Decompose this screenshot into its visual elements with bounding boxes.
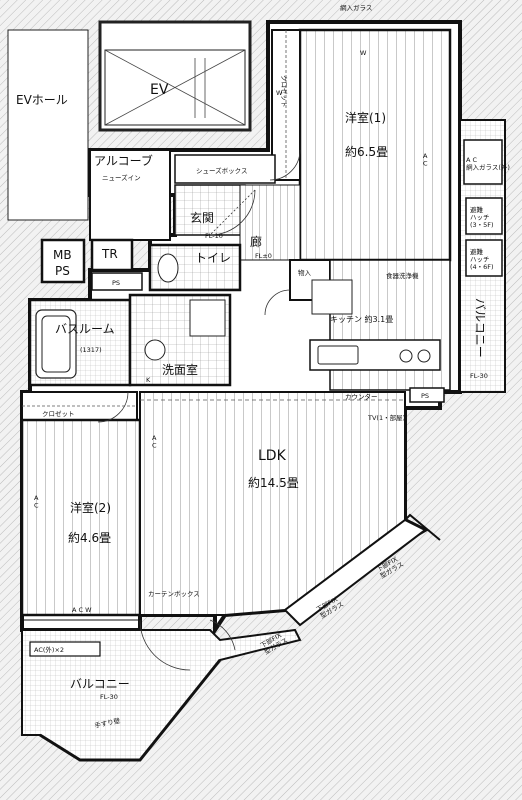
counter-label: カウンター bbox=[345, 392, 378, 401]
shoes-box bbox=[174, 154, 276, 184]
genkan-label: 玄関 bbox=[190, 210, 214, 225]
ev-label: EV bbox=[150, 82, 169, 98]
alcove bbox=[89, 149, 171, 241]
closet-top-label: クロゼット bbox=[280, 75, 289, 108]
hallway bbox=[239, 184, 301, 261]
washer-space bbox=[144, 339, 166, 361]
bedroom-2 bbox=[20, 418, 142, 617]
tv-label: TV(1・部屋) bbox=[367, 413, 405, 422]
fl10-label: FL-10 bbox=[205, 232, 223, 240]
hatch-1 bbox=[465, 197, 503, 235]
monoire-label: 物入 bbox=[298, 268, 312, 277]
ev-hall bbox=[7, 29, 89, 221]
ps1-label: PS bbox=[55, 264, 70, 278]
ac-out2-label: AC(外)×2 bbox=[34, 645, 64, 654]
kitchen-label: キッチン 約3.1畳 bbox=[330, 314, 393, 324]
bedroom-2-name: 洋室(2) bbox=[70, 500, 111, 515]
rou-label: 廊 bbox=[250, 234, 262, 249]
acw-label: A C W bbox=[72, 606, 92, 614]
fl30-bottom-label: FL-30 bbox=[100, 693, 118, 701]
top-glass-label: 網入ガラス bbox=[340, 3, 372, 12]
flpm0-label: FL±0 bbox=[255, 252, 272, 260]
ps3-label: PS bbox=[421, 392, 429, 400]
dishwasher-label: 食器洗浄機 bbox=[386, 271, 419, 280]
fridge-space bbox=[311, 279, 353, 315]
balcony-right-label: バルコニー bbox=[473, 298, 487, 358]
w-left-label: W bbox=[276, 89, 283, 97]
bedroom-1-size: 約6.5畳 bbox=[345, 144, 388, 159]
ps-box-3 bbox=[409, 387, 445, 403]
ldk-door-swing bbox=[139, 619, 191, 671]
ev-hall-label: EVホール bbox=[16, 93, 68, 107]
hatch1-label: 避難ハッチ(3・5F) bbox=[470, 205, 494, 229]
bedroom-2-size: 約4.6畳 bbox=[68, 530, 111, 545]
w-top-label: W bbox=[360, 49, 367, 57]
mb-label: MB bbox=[53, 248, 72, 262]
fl30-right-label: FL-30 bbox=[470, 372, 488, 380]
balcony-bottom-label: バルコニー bbox=[70, 677, 130, 691]
tr-box bbox=[90, 238, 134, 272]
mb-ps-box bbox=[40, 238, 86, 284]
washroom-label: 洗面室 bbox=[162, 362, 198, 377]
hatch-2 bbox=[465, 239, 503, 277]
hatch2-label: 避難ハッチ(4・6F) bbox=[470, 247, 494, 271]
tr-label: TR bbox=[101, 247, 118, 261]
washbasin bbox=[189, 299, 226, 337]
niche-label: ニューズイン bbox=[102, 173, 141, 182]
toilet-label: トイレ bbox=[195, 251, 231, 265]
curtain-box-label: カーテンボックス bbox=[148, 590, 200, 598]
ac-outdoor-bottom bbox=[29, 641, 101, 657]
bathroom-label: バスルーム bbox=[55, 322, 115, 336]
bay-window bbox=[283, 518, 427, 627]
ps2-label: PS bbox=[112, 279, 120, 287]
ldk-label: LDK bbox=[258, 448, 287, 464]
ps-box-1 bbox=[91, 272, 143, 291]
shoes-box-label: シューズボックス bbox=[196, 166, 247, 175]
bedroom-1-name: 洋室(1) bbox=[345, 110, 386, 125]
k-label: K bbox=[146, 376, 151, 384]
ac-outdoor-top bbox=[463, 139, 503, 185]
bath-size-label: (1317) bbox=[80, 346, 102, 354]
alcove-label: アルコーブ bbox=[94, 153, 153, 168]
entry-door bbox=[209, 189, 256, 236]
ldk-size-label: 約14.5畳 bbox=[248, 475, 299, 490]
toilet-bowl bbox=[157, 253, 179, 283]
bedroom-1 bbox=[298, 28, 452, 262]
closet-mid-label: クロゼット bbox=[42, 409, 75, 418]
